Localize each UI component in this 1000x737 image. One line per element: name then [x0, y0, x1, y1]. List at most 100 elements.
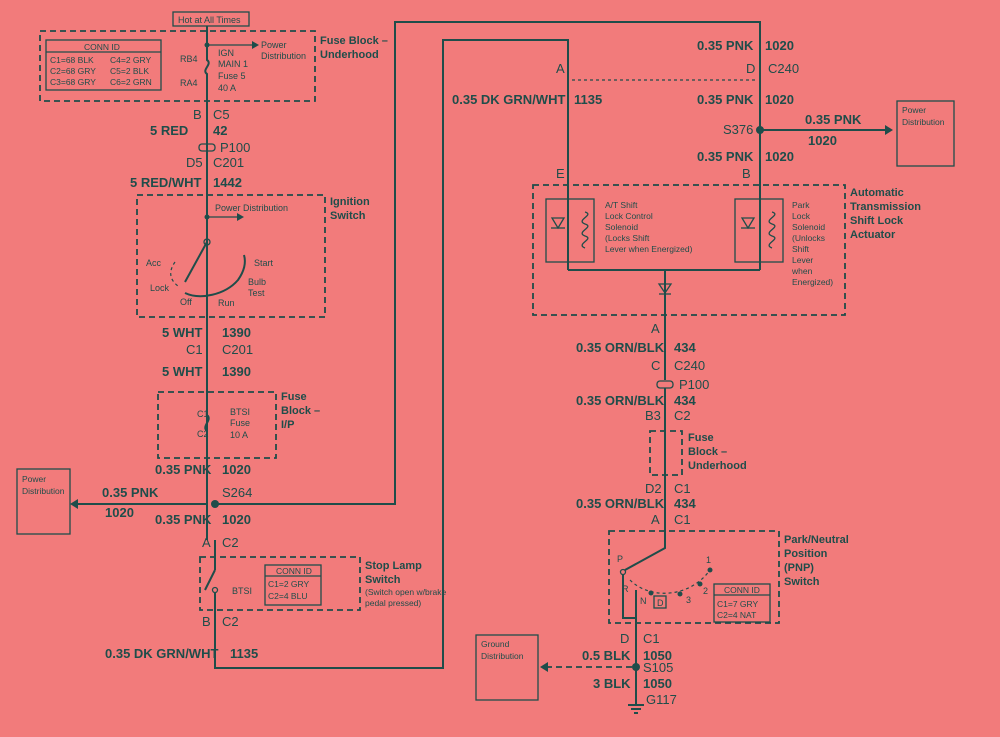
sol2-line3: Solenoid [792, 222, 825, 232]
wire-pnk2-right-circuit: 1020 [765, 92, 794, 107]
c2a-label: C2 [222, 535, 239, 550]
fuse-ign: IGN [218, 48, 234, 58]
wire-dkgrn-right: 0.35 DK GRN/WHT [452, 92, 565, 107]
solenoid-2 [734, 198, 784, 263]
ground-icon [628, 704, 644, 714]
wire-pnk3-right-circuit: 1020 [765, 149, 794, 164]
arrow-icon [540, 662, 548, 672]
sol1-line5: Lever when Energized) [605, 244, 693, 254]
pd-right-wire: 0.35 PNK [805, 112, 862, 127]
sol2-line4: (Unlocks [792, 233, 825, 243]
b-pin: B [742, 166, 751, 181]
e-pin: E [556, 166, 565, 181]
d2-label: C1 [674, 481, 691, 496]
wire-top-pnk: 0.35 PNK [697, 38, 754, 53]
wire-red-wht-circuit: 1442 [213, 175, 242, 190]
fuse-number: Fuse 5 [218, 71, 246, 81]
hot-label-box [172, 11, 250, 27]
pnp-title2: Position [784, 548, 828, 560]
stop-lamp-note1: (Switch open w/brake [365, 587, 447, 597]
fuse-right-title: Fuse [688, 432, 714, 444]
fuse-ip-title3: I/P [281, 419, 294, 431]
hot-label: Hot at All Times [178, 15, 241, 25]
shift-lock-title4: Actuator [850, 229, 896, 241]
c240-d: D [746, 61, 755, 76]
pnp-switch: Park/Neutral Position (PNP) Switch P R N… [608, 530, 849, 624]
c201-pin: D5 [186, 155, 203, 170]
sol2-line2: Lock [792, 211, 811, 221]
btsi-label: BTSI [232, 586, 252, 596]
wire-pnk2-circuit: 1020 [222, 512, 251, 527]
sol1-line1: A/T Shift [605, 200, 638, 210]
ground-dist-1: Ground [481, 639, 510, 649]
a3-pin: A [651, 512, 660, 527]
ground-distribution [475, 634, 539, 701]
wire-red-circuit: 42 [213, 123, 227, 138]
wire-wht-circuit: 1390 [222, 325, 251, 340]
wire-dkgrn-right-circuit: 1135 [574, 92, 602, 107]
pd-left-1: Power [22, 474, 46, 484]
ignition-power-distribution: Power Distribution [215, 203, 288, 213]
wire-wht-label: 5 WHT [162, 325, 203, 340]
sol1-line4: (Locks Shift [605, 233, 650, 243]
c2b-label: C2 [222, 614, 239, 629]
c201-label: C201 [213, 155, 244, 170]
rb4-label: RB4 [180, 54, 198, 64]
shift-lock-title2: Transmission [850, 201, 921, 213]
fuse-ip-c2: C2 [197, 429, 209, 439]
fuse-power-distribution: Power [261, 40, 287, 50]
pd-right-2: Distribution [902, 117, 945, 127]
arrow-icon [885, 125, 893, 135]
c240-label: C240 [768, 61, 799, 76]
c240b-label: C240 [674, 358, 705, 373]
sol2-line6: Lever [792, 255, 813, 265]
wire-pnk2-label: 0.35 PNK [155, 512, 212, 527]
start-label: Start [254, 258, 274, 268]
pnp-conn-title: CONN ID [724, 585, 760, 595]
pnp-1: 1 [706, 555, 711, 565]
pnp-2: 2 [703, 586, 708, 596]
wire-blk2-circuit: 1050 [643, 676, 672, 691]
conn-c5: C5 [213, 107, 230, 122]
c201b-label: C201 [222, 342, 253, 357]
wire-pnk-circuit: 1020 [222, 462, 251, 477]
pd-right-1: Power [902, 105, 926, 115]
pd-wire-circuit: 1020 [105, 505, 134, 520]
pnp-n: N [640, 596, 647, 606]
stop-lamp-switch: Stop Lamp Switch (Switch open w/brake pe… [199, 540, 447, 630]
fuse-main: MAIN 1 [218, 59, 248, 69]
shift-lock-title: Automatic [850, 187, 904, 199]
wire-blk2: 3 BLK [593, 676, 631, 691]
pnp-3: 3 [686, 595, 691, 605]
sol1-line2: Lock Control [605, 211, 653, 221]
pd-wire-label: 0.35 PNK [102, 485, 159, 500]
conn-id-title: CONN ID [84, 42, 120, 52]
fuse-rating: 40 A [218, 83, 236, 93]
wire-orn3-circuit: 434 [674, 496, 696, 511]
stop-lamp-conn-row2: C2=4 BLU [268, 591, 307, 601]
sol1-line3: Solenoid [605, 222, 638, 232]
p100-right: P100 [679, 377, 709, 392]
wire-orn3: 0.35 ORN/BLK [576, 496, 665, 511]
p100-connector [198, 143, 216, 152]
off-label: Off [180, 297, 192, 307]
wire-red-label: 5 RED [150, 123, 188, 138]
c240-a: A [556, 61, 565, 76]
s376-label: S376 [723, 122, 753, 137]
fuse-block-underhood-right: Fuse Block – Underhood [649, 430, 747, 476]
stop-lamp-conn-id [264, 564, 322, 606]
wire-red-wht-label: 5 RED/WHT [130, 175, 202, 190]
pnp-d: D [657, 598, 664, 608]
pd-right-circuit: 1020 [808, 133, 837, 148]
b3-pin: B3 [645, 408, 661, 423]
arrow-icon [70, 499, 78, 509]
conn-row-5: C5=2 BLK [110, 66, 149, 76]
fuse-block-ip: Fuse Block – I/P C1 C2 BTSI Fuse 10 A [157, 391, 320, 459]
pnp-conn-id [713, 583, 771, 623]
ground-dist-2: Distribution [481, 651, 524, 661]
d-c1-pin: D [620, 631, 629, 646]
stop-lamp-title2: Switch [365, 574, 401, 586]
fuse-right-title3: Underhood [688, 460, 747, 472]
